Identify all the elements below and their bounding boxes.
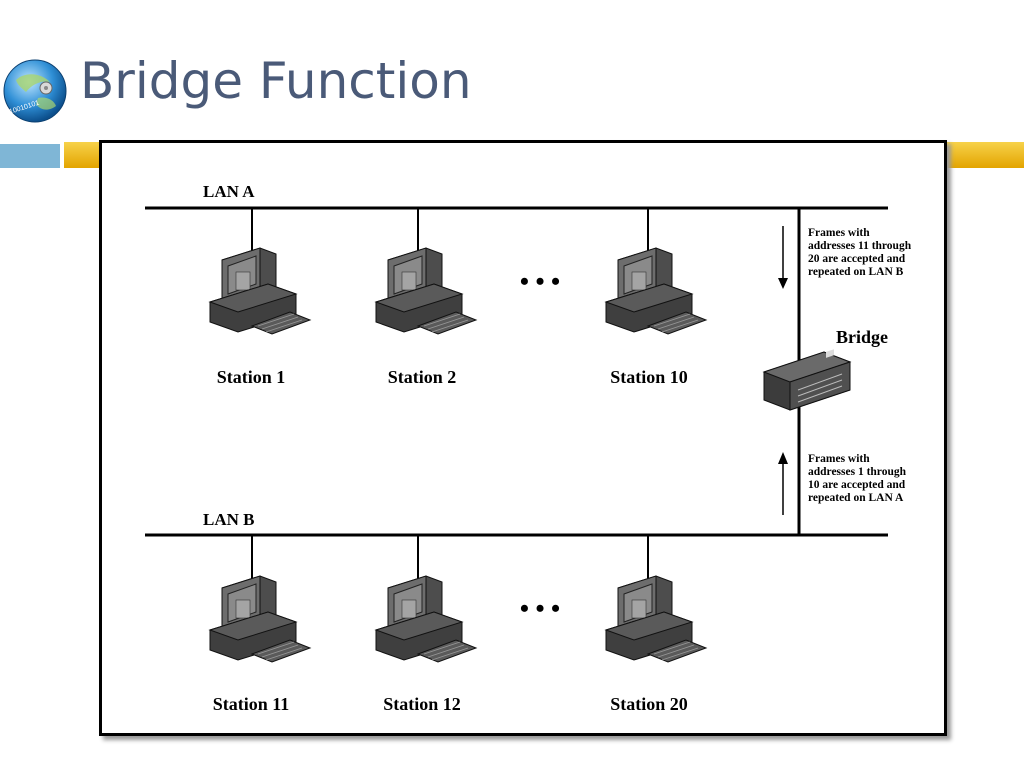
station-label-11: Station 11	[213, 694, 290, 714]
note-a-line-3: 20 are accepted and	[808, 253, 906, 265]
note-a-line-2: addresses 11 through	[808, 240, 912, 252]
arrow-up-icon	[778, 452, 788, 464]
arrow-down-icon	[778, 278, 788, 289]
computer-icon	[375, 247, 477, 335]
computer-icon	[605, 575, 707, 663]
note-b-line-2: addresses 1 through	[808, 466, 907, 478]
computer-icon	[209, 575, 311, 663]
computer-icon	[375, 575, 477, 663]
ellipsis-lan-a: • • •	[520, 267, 560, 296]
station-label-1: Station 1	[217, 367, 286, 387]
ellipsis-lan-b: • • •	[520, 594, 560, 623]
note-a-line-4: repeated on LAN B	[808, 266, 904, 278]
accent-bar-gold-left	[64, 142, 104, 168]
computer-icon	[209, 247, 311, 335]
accent-bar-gold-right	[940, 142, 1024, 168]
note-b-to-a: Frames with addresses 1 through 10 are a…	[808, 453, 907, 504]
note-b-line-3: 10 are accepted and	[808, 479, 906, 491]
bridge-device-icon	[762, 349, 852, 411]
station-label-2: Station 2	[388, 367, 457, 387]
accent-bar-blue	[0, 144, 60, 168]
lan-b-label: LAN B	[203, 510, 254, 529]
station-label-20: Station 20	[610, 694, 688, 714]
globe-logo-icon: 10010101	[2, 58, 68, 124]
station-label-12: Station 12	[383, 694, 461, 714]
note-a-to-b: Frames with addresses 11 through 20 are …	[808, 227, 912, 278]
note-a-line-1: Frames with	[808, 227, 870, 239]
slide-title: Bridge Function	[80, 52, 472, 110]
note-b-line-1: Frames with	[808, 453, 870, 465]
note-b-line-4: repeated on LAN A	[808, 492, 904, 504]
bridge-label: Bridge	[836, 327, 888, 347]
lan-a-label: LAN A	[203, 182, 255, 201]
station-label-10: Station 10	[610, 367, 688, 387]
computer-icon	[605, 247, 707, 335]
